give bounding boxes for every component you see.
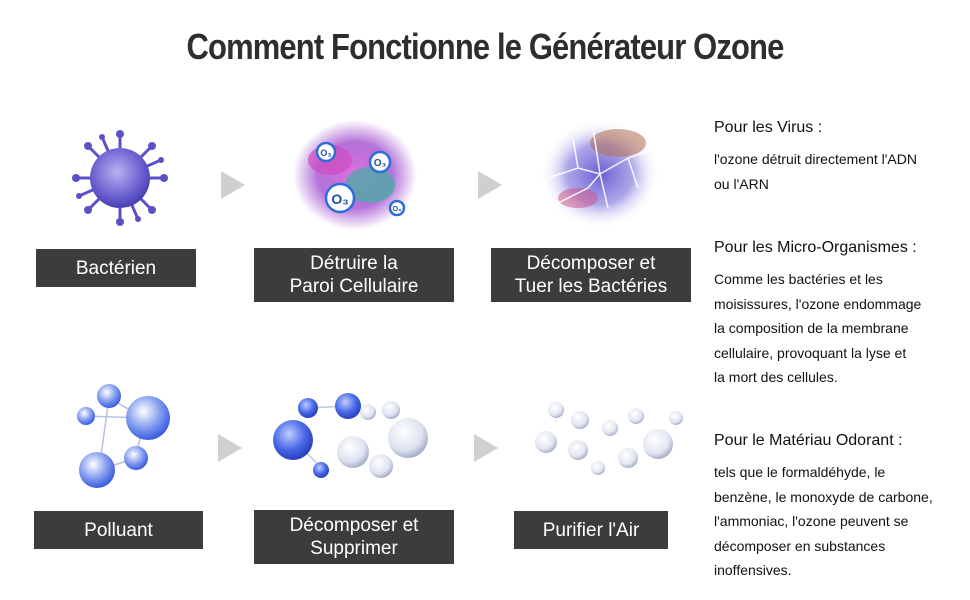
step-label-polluant: Polluant [34,511,203,549]
arrow-right-icon [221,171,245,199]
arrow-right-icon [218,434,242,462]
page-title: Comment Fonctionne le Générateur Ozone [186,26,785,67]
svg-text:O₃: O₃ [393,206,402,213]
svg-text:O₃: O₃ [331,191,348,207]
svg-text:O₃: O₃ [374,158,387,169]
cell-burst-icon [540,119,660,229]
clean-air-bubbles-icon [535,402,683,475]
info-heading-micro-organismes: Pour les Micro-Organismes : [714,239,917,256]
info-heading-virus: Pour les Virus : [714,119,823,136]
arrow-right-icon [478,171,502,199]
virus-icon [72,130,168,226]
breaking-molecule-icon [273,393,428,478]
arrow-right-icon [474,434,498,462]
ozone-splash-icon: O₃ O₃ O₃ O₃ [293,120,417,230]
step-label-purifier-air: Purifier l'Air [514,511,668,549]
step-label-bacterien: Bactérien [36,249,196,287]
svg-text:O₃: O₃ [320,148,331,158]
pollutant-molecule-icon [77,384,170,488]
info-heading-materiau-odorant: Pour le Matériau Odorant : [714,432,903,449]
